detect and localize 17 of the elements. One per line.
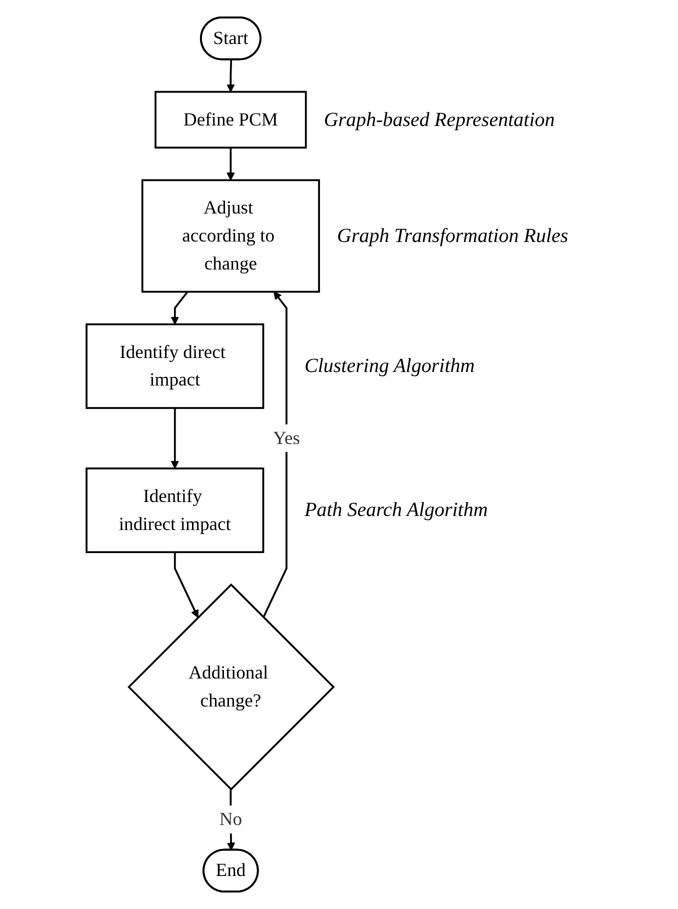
node-box xyxy=(86,323,264,409)
node-box xyxy=(141,179,320,293)
annotation-text: Path Search Algorithm xyxy=(304,498,489,524)
arrow xyxy=(170,408,179,469)
annotation-text: Graph Transformation Rules xyxy=(337,224,570,249)
arrow xyxy=(226,60,235,92)
edge-label: No xyxy=(219,809,242,830)
node-diamond xyxy=(128,583,335,791)
arrow xyxy=(170,291,188,325)
arrow xyxy=(174,552,199,618)
annotation-text: Clustering Algorithm xyxy=(304,354,476,380)
arrow xyxy=(226,148,235,181)
annotation-text: Graph-based Representation xyxy=(324,108,556,133)
arrow xyxy=(262,291,288,618)
node-box xyxy=(154,90,307,149)
node-box xyxy=(86,468,264,554)
edge-label: Yes xyxy=(272,428,300,448)
